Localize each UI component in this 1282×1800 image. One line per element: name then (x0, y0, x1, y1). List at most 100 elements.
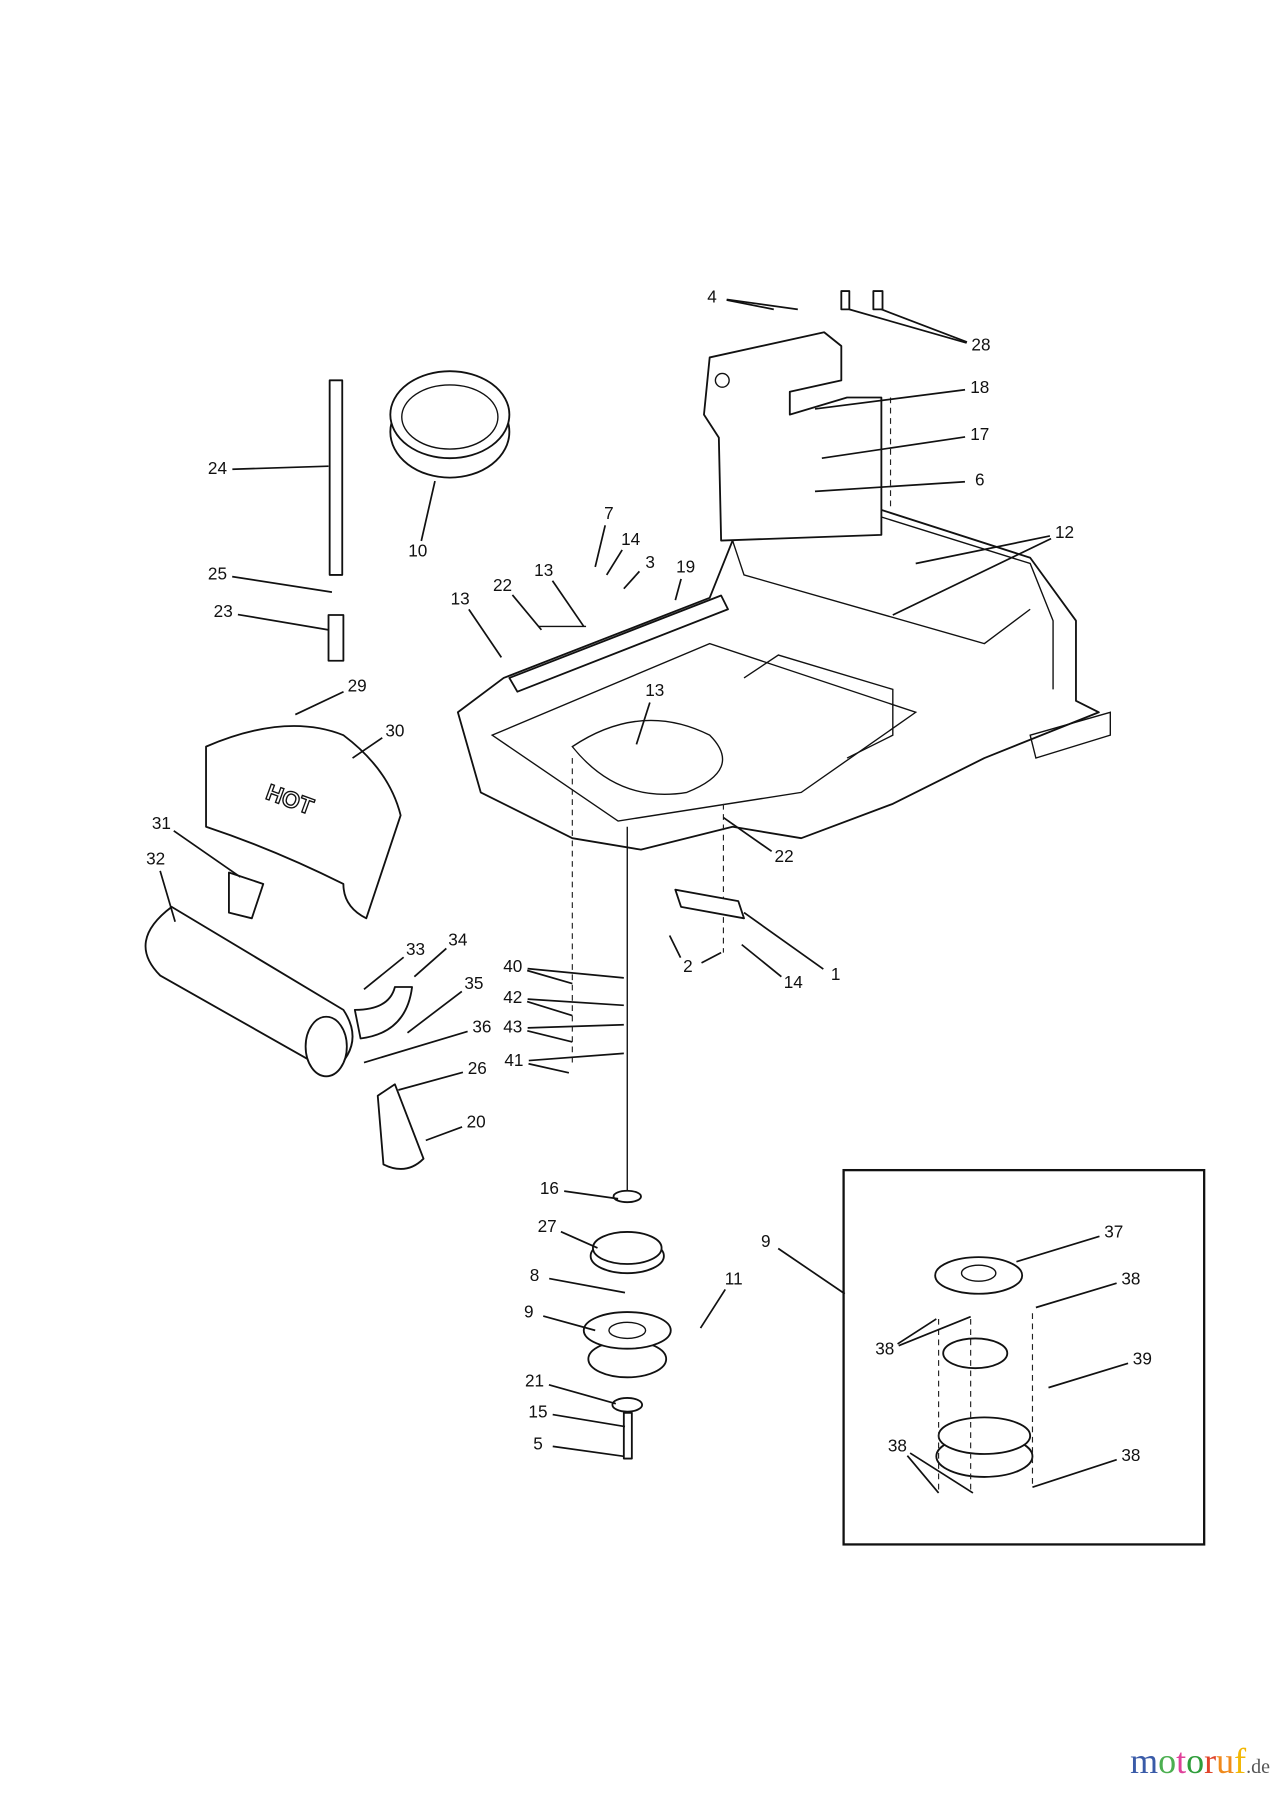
leader-line (564, 1190, 619, 1200)
callout-39[interactable]: 39 (1133, 1349, 1152, 1369)
callout-40[interactable]: 40 (503, 956, 522, 976)
callout-33[interactable]: 33 (406, 939, 425, 959)
callout-38[interactable]: 38 (888, 1436, 907, 1456)
leader-line (527, 1023, 624, 1029)
callout-23[interactable]: 23 (214, 601, 233, 621)
leader-line (237, 613, 329, 631)
leader-line (420, 480, 436, 542)
leader-line (701, 951, 722, 964)
callout-15[interactable]: 15 (528, 1401, 547, 1421)
callout-24[interactable]: 24 (208, 458, 228, 478)
leader-line (551, 580, 585, 627)
callout-8[interactable]: 8 (530, 1265, 540, 1285)
leader-line (398, 1071, 464, 1091)
leader-line (741, 943, 782, 978)
logo-suffix: .de (1246, 1756, 1270, 1778)
callout-3[interactable]: 3 (645, 552, 655, 572)
leader-line (527, 998, 624, 1007)
callout-14[interactable]: 14 (621, 529, 641, 549)
callout-9[interactable]: 9 (524, 1302, 534, 1322)
callout-11[interactable]: 11 (725, 1269, 743, 1289)
logo-letter: o (1186, 1741, 1205, 1781)
callout-19[interactable]: 19 (676, 557, 695, 577)
callout-31[interactable]: 31 (152, 813, 171, 833)
logo-letter: m (1130, 1741, 1159, 1781)
callout-42[interactable]: 42 (503, 987, 522, 1007)
callout-9[interactable]: 9 (761, 1231, 771, 1251)
callout-27[interactable]: 27 (538, 1216, 557, 1236)
callout-12[interactable]: 12 (1055, 522, 1074, 542)
callout-5[interactable]: 5 (533, 1433, 543, 1453)
leader-line (722, 816, 773, 853)
tailpipe (376, 1083, 425, 1170)
leader-line (363, 1030, 468, 1064)
callout-2[interactable]: 2 (683, 956, 693, 976)
callout-38[interactable]: 38 (1121, 1445, 1140, 1465)
callout-29[interactable]: 29 (348, 676, 367, 696)
callout-10[interactable]: 10 (408, 541, 427, 561)
leader-line (526, 969, 573, 985)
leader-line (849, 308, 967, 344)
callout-35[interactable]: 35 (464, 973, 483, 993)
leader-line (425, 1126, 463, 1142)
leader-line (623, 570, 641, 590)
leader-line (511, 594, 543, 631)
callout-37[interactable]: 37 (1104, 1222, 1123, 1242)
callout-21[interactable]: 21 (525, 1370, 544, 1390)
leader-line (552, 1413, 626, 1428)
leader-line (898, 1315, 971, 1347)
callout-16[interactable]: 16 (540, 1178, 559, 1198)
leader-lines (159, 298, 1129, 1494)
callout-38[interactable]: 38 (1121, 1269, 1140, 1289)
leader-line (527, 967, 624, 979)
callout-32[interactable]: 32 (146, 848, 165, 868)
callout-18[interactable]: 18 (970, 377, 989, 397)
parts-drawing: HOT (144, 290, 1206, 1546)
callout-22[interactable]: 22 (775, 846, 794, 866)
rod (328, 379, 344, 576)
leader-line (527, 1029, 573, 1043)
leader-line (674, 578, 682, 601)
callout-36[interactable]: 36 (472, 1017, 491, 1037)
callout-25[interactable]: 25 (208, 563, 227, 583)
callout-30[interactable]: 30 (385, 720, 404, 740)
leader-line (699, 1288, 726, 1329)
leader-line (543, 1315, 596, 1332)
callout-43[interactable]: 43 (503, 1017, 522, 1037)
leader-line (909, 1452, 974, 1494)
leader-line (915, 535, 1051, 565)
leader-line (363, 956, 405, 990)
callout-17[interactable]: 17 (970, 424, 989, 444)
leader-line (814, 388, 966, 410)
leader-line (159, 870, 176, 922)
leader-line (352, 737, 383, 759)
leader-line (1032, 1458, 1117, 1489)
callout-34[interactable]: 34 (448, 930, 468, 950)
callout-14[interactable]: 14 (784, 972, 804, 992)
clutch-detail-inset (842, 1168, 1206, 1546)
callout-6[interactable]: 6 (975, 470, 985, 490)
leader-line (726, 299, 774, 311)
logo-letter: u (1216, 1741, 1235, 1781)
callout-26[interactable]: 26 (468, 1058, 487, 1078)
callout-13[interactable]: 13 (645, 680, 664, 700)
callout-13[interactable]: 13 (534, 560, 553, 580)
callout-28[interactable]: 28 (971, 335, 990, 355)
leader-line (605, 549, 623, 576)
leader-line (528, 1052, 624, 1062)
callout-41[interactable]: 41 (504, 1050, 523, 1070)
leader-line (906, 1455, 940, 1494)
callout-20[interactable]: 20 (467, 1112, 486, 1132)
callout-13[interactable]: 13 (451, 589, 470, 609)
leader-line (635, 702, 651, 745)
leader-line (294, 690, 344, 716)
callout-7[interactable]: 7 (604, 503, 614, 523)
callout-4[interactable]: 4 (707, 286, 717, 306)
leader-line (881, 308, 968, 343)
callout-1[interactable]: 1 (831, 964, 841, 984)
callout-38[interactable]: 38 (875, 1338, 894, 1358)
callout-22[interactable]: 22 (493, 575, 512, 595)
motoruf-logo: motoruf.de (1130, 1740, 1270, 1782)
logo-letter: r (1204, 1741, 1217, 1781)
leader-line (726, 298, 798, 311)
